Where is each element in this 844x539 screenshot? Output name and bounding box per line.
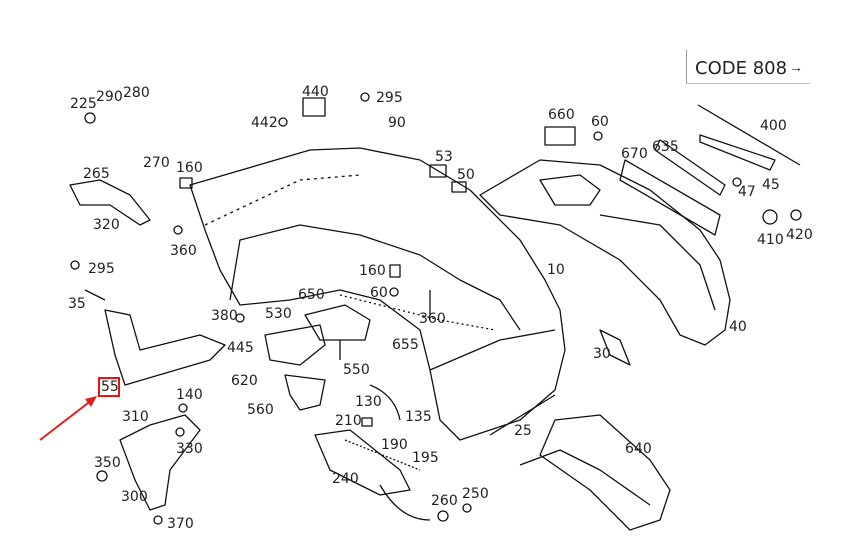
part-label: 350	[94, 455, 121, 471]
part-label: 25	[514, 423, 532, 439]
part-label: 47	[738, 184, 756, 200]
part-label: 380	[211, 308, 238, 324]
part-label: 655	[392, 337, 419, 353]
part-label: 360	[170, 243, 197, 259]
part-label: 210	[335, 413, 362, 429]
part-label: 660	[548, 107, 575, 123]
part-label: 140	[176, 387, 203, 403]
code-box: CODE 808 →	[686, 50, 810, 84]
part-label: 135	[405, 409, 432, 425]
part-label: 670	[621, 146, 648, 162]
side-bracket-55	[104, 309, 226, 386]
part-label-highlighted: 55	[101, 379, 119, 395]
impact-bar	[619, 159, 721, 236]
lower-frame	[539, 414, 671, 531]
part-label: 250	[462, 486, 489, 502]
part-label: 640	[625, 441, 652, 457]
part-label: 442	[251, 115, 278, 131]
part-label: 330	[176, 441, 203, 457]
part-label: 635	[652, 139, 679, 155]
part-label: 440	[302, 84, 329, 100]
part-label: 45	[762, 177, 780, 193]
part-label: 160	[359, 263, 386, 279]
part-label: 10	[547, 262, 565, 278]
part-label: 620	[231, 373, 258, 389]
code-label: CODE 808	[695, 58, 788, 79]
part-label: 295	[88, 261, 115, 277]
part-label: 35	[68, 296, 86, 312]
part-label: 53	[435, 149, 453, 165]
part-label: 225	[70, 96, 97, 112]
part-label: 310	[122, 409, 149, 425]
part-label: 260	[431, 493, 458, 509]
highlight-box	[98, 377, 120, 397]
part-label: 400	[760, 118, 787, 134]
part-label: 280	[123, 85, 150, 101]
part-label: 295	[376, 90, 403, 106]
part-label: 190	[381, 437, 408, 453]
indicator-arrow	[39, 399, 93, 441]
arrow-right-icon: →	[789, 59, 803, 75]
part-label: 90	[388, 115, 406, 131]
part-label: 530	[265, 306, 292, 322]
part-label: 300	[121, 489, 148, 505]
bumper-cover	[189, 147, 566, 441]
part-label: 60	[591, 114, 609, 130]
part-label: 30	[593, 346, 611, 362]
part-label: 410	[757, 232, 784, 248]
part-label: 290	[96, 89, 123, 105]
part-label: 130	[355, 394, 382, 410]
part-label: 320	[93, 217, 120, 233]
part-label: 370	[167, 516, 194, 532]
part-label: 40	[729, 319, 747, 335]
part-label: 420	[786, 227, 813, 243]
side-bracket-upper	[69, 179, 151, 226]
part-label: 265	[83, 166, 110, 182]
rear-diffuser	[479, 159, 731, 346]
part-label: 240	[332, 471, 359, 487]
part-label: 560	[247, 402, 274, 418]
part-label: 650	[298, 287, 325, 303]
part-label: 360	[419, 311, 446, 327]
part-label: 50	[457, 167, 475, 183]
part-label: 160	[176, 160, 203, 176]
part-label: 60	[370, 285, 388, 301]
part-label: 195	[412, 450, 439, 466]
part-label: 550	[343, 362, 370, 378]
part-label: 270	[143, 155, 170, 171]
part-label: 445	[227, 340, 254, 356]
side-bracket-300	[119, 414, 201, 511]
